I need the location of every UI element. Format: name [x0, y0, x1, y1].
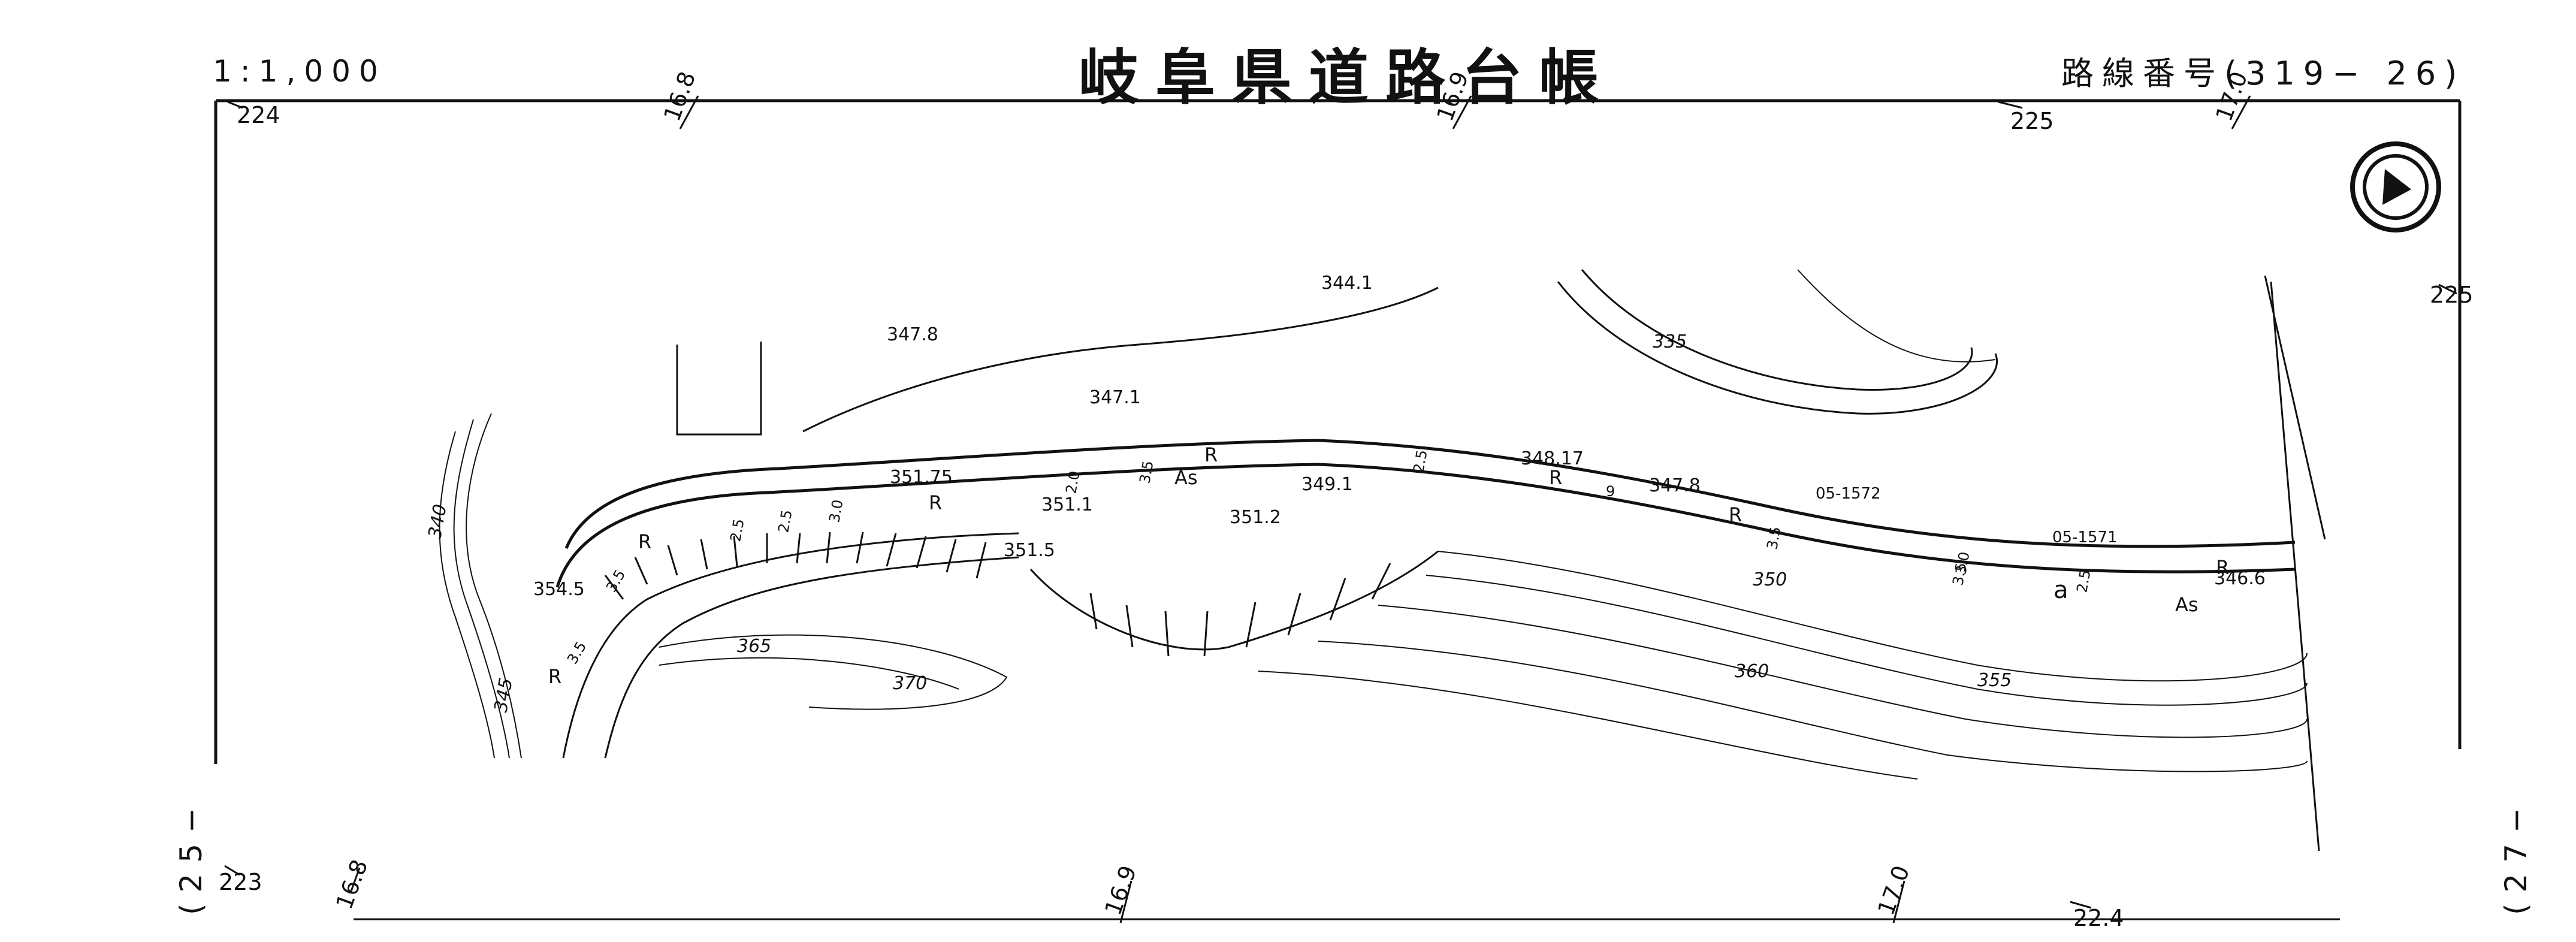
- dimension-label: 9: [1606, 483, 1615, 500]
- contour-label: 340: [424, 503, 451, 540]
- grid-label: 22.4: [2073, 905, 2124, 931]
- benchmark-label: 05-1571: [2052, 529, 2118, 547]
- upper-slope: [676, 269, 2326, 852]
- grid-ticks: [224, 95, 2457, 923]
- elevation-label: 347.8: [1649, 475, 1701, 496]
- contour-label: 350: [1753, 569, 1787, 590]
- dimension-label: 2.0: [1062, 470, 1083, 495]
- road-marks: As As R R R R R R R a: [548, 443, 2229, 688]
- dimension-label: 2.5: [775, 509, 795, 534]
- road-surface-label: As: [2175, 593, 2198, 616]
- dimension-label: 2.5: [2073, 569, 2094, 594]
- dimension-label: 3.5: [1949, 561, 1970, 587]
- contour-label: 365: [737, 636, 771, 657]
- elevation-label: 347.1: [1089, 387, 1141, 408]
- grid-label: 224: [237, 102, 280, 128]
- elevation-label: 351.1: [1041, 494, 1093, 515]
- north-arrow-icon: [2350, 141, 2441, 233]
- grid-label: 223: [219, 869, 262, 895]
- dimension-label: 3.5: [564, 639, 590, 667]
- road-surface-label: As: [1174, 466, 1198, 489]
- grid-label: 16.8: [659, 68, 700, 125]
- grid-label: 16.8: [331, 856, 373, 913]
- elevation-label: 344.1: [1321, 273, 1373, 294]
- road-label: R: [548, 665, 561, 688]
- map-frame: [214, 99, 2462, 920]
- grid-label: 16.9: [1100, 862, 1141, 919]
- road-label: R: [929, 491, 942, 514]
- grid-label: 225: [2430, 282, 2474, 308]
- route-number: 路線番号(319− 26): [2061, 55, 2466, 92]
- grid-label: 16.9: [1432, 68, 1473, 125]
- dimension-label: 2.5: [727, 518, 747, 543]
- grid-labels: 224 16.8 16.9 225 17.0 225 223 16.8 16.9…: [219, 68, 2474, 931]
- dimension-label: 3.0: [1952, 551, 1973, 576]
- road-label: R: [1204, 443, 1218, 466]
- elevation-label: 347.8: [887, 324, 938, 345]
- contour-label: 370: [893, 673, 927, 694]
- dimension-label: 2.5: [1410, 449, 1430, 474]
- elevation-labels: 344.1 347.8 347.1 348.17 347.8 351.75 34…: [533, 273, 2266, 600]
- contour-lines: [439, 269, 2308, 780]
- elevation-label: 348.17: [1521, 448, 1584, 469]
- contour-labels: 335 340 345 350 355 360 365 370: [424, 331, 2012, 714]
- slope-hatching: [604, 532, 1439, 657]
- point-label: a: [2053, 576, 2068, 604]
- elevation-label: 349.1: [1301, 474, 1353, 495]
- elevation-label: 346.6: [2214, 568, 2266, 589]
- elevation-label: 351.2: [1230, 507, 1281, 528]
- elevation-label: 351.75: [890, 467, 953, 488]
- dimension-label: 3.0: [826, 499, 846, 524]
- grid-label: 17.0: [2210, 68, 2252, 125]
- benchmark-labels: 05-1572 05-1571: [1816, 485, 2118, 547]
- road-label: R: [2216, 556, 2229, 579]
- map-scale: 1:1,000: [213, 54, 386, 89]
- grid-label: 17.0: [1873, 862, 1914, 919]
- road-label: R: [1549, 466, 1562, 489]
- road-edges: [555, 439, 2296, 759]
- elevation-label: 351.5: [1004, 540, 1055, 561]
- contour-label: 355: [1977, 670, 2012, 691]
- dimension-label: 3.5: [1763, 526, 1784, 551]
- contour-label: 360: [1735, 661, 1769, 682]
- dimension-label: 3.5: [603, 567, 629, 595]
- dimension-labels: 2.0 3.5 2.5 2.5 2.5 3.0 3.5 3.5 3.5 3.0 …: [564, 449, 2094, 667]
- road-label: R: [1729, 503, 1742, 526]
- grid-label: 225: [2010, 108, 2054, 134]
- contour-label: 345: [490, 677, 517, 714]
- benchmark-label: 05-1572: [1816, 485, 1881, 503]
- dimension-label: 3.5: [1136, 460, 1156, 485]
- elevation-label: 354.5: [533, 579, 585, 600]
- contour-label: 335: [1653, 331, 1687, 352]
- road-label: R: [638, 530, 651, 553]
